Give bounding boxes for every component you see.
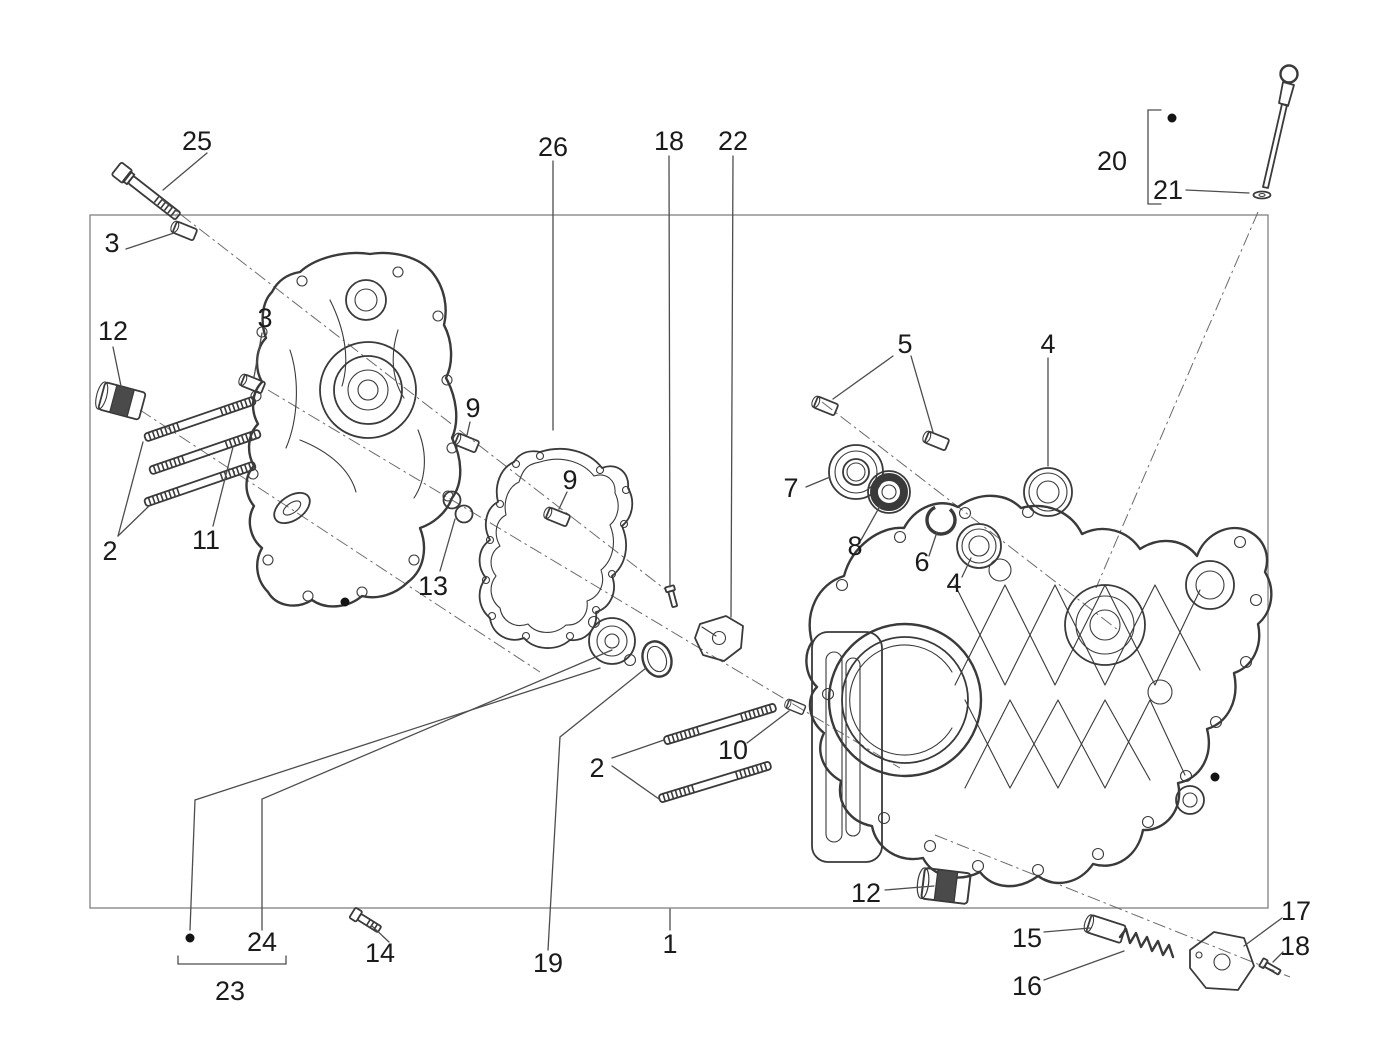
washer-21 <box>1252 190 1272 200</box>
bolt-14 <box>348 907 382 933</box>
callout-12-b: 12 <box>851 878 881 908</box>
bracket-plate-22 <box>694 615 744 662</box>
bearing-4-inner <box>956 523 1002 569</box>
bushing-12-right <box>916 867 972 905</box>
dowel-5-left <box>811 395 839 416</box>
callout-11: 11 <box>192 525 220 555</box>
callout-26: 26 <box>538 132 568 162</box>
callout-20: 20 <box>1097 146 1127 176</box>
stud-11 <box>148 429 262 475</box>
oil-pump-cover <box>587 615 637 667</box>
callout-6: 6 <box>914 547 929 577</box>
reference-dots <box>185 113 1220 943</box>
callout-8: 8 <box>847 531 862 561</box>
callout-21: 21 <box>1153 175 1183 205</box>
circlip-6 <box>925 504 957 536</box>
callout-25: 25 <box>182 126 212 156</box>
dowel-5-right <box>922 430 950 451</box>
bolt-18-top <box>664 584 678 608</box>
dowel-3-lower <box>238 373 266 394</box>
callout-10: 10 <box>718 735 748 765</box>
callout-9-b: 9 <box>562 465 577 495</box>
callout-2-b: 2 <box>589 753 604 783</box>
dowel-9-lower <box>543 506 571 527</box>
dowel-3-upper <box>170 220 198 241</box>
callout-2-a: 2 <box>102 536 117 566</box>
construction-axes <box>139 199 1291 978</box>
bushing-12-left <box>95 381 147 421</box>
gasket <box>478 448 634 649</box>
oil-seal <box>641 640 673 678</box>
callout-12-a: 12 <box>98 316 128 346</box>
callout-3-b: 3 <box>257 303 272 333</box>
callout-23: 23 <box>215 976 245 1006</box>
bolt-18-bottom <box>1258 957 1282 976</box>
callout-4-a: 4 <box>1040 329 1055 359</box>
callout-24: 24 <box>247 927 277 957</box>
dowel-9-upper <box>452 432 480 453</box>
callout-17: 17 <box>1281 896 1311 926</box>
callout-19: 19 <box>533 948 563 978</box>
o-rings-13 <box>442 490 474 524</box>
callout-13: 13 <box>418 571 448 601</box>
callout-18-b: 18 <box>1280 931 1310 961</box>
callout-7: 7 <box>783 473 798 503</box>
stud-2-upper-left <box>143 396 257 442</box>
callout-15: 15 <box>1012 923 1042 953</box>
bearing-8 <box>867 470 911 514</box>
pin-10 <box>784 698 807 715</box>
callout-22: 22 <box>718 126 748 156</box>
callout-4-b: 4 <box>946 568 961 598</box>
left-crankcase-half <box>245 251 462 608</box>
spring-16 <box>1118 927 1175 959</box>
leader-lines <box>112 109 1284 981</box>
callout-16: 16 <box>1012 971 1042 1001</box>
callout-5: 5 <box>897 329 912 359</box>
bearing-4-outer <box>1023 467 1073 517</box>
right-crankcase-half <box>805 494 1273 888</box>
callout-14: 14 <box>365 938 395 968</box>
bolt-25 <box>111 161 181 221</box>
plate-17 <box>1189 931 1255 991</box>
callout-labels: 25 3 12 3 2 11 9 13 9 26 18 22 5 4 7 8 6… <box>98 126 1311 1006</box>
stud-2-center-upper <box>663 703 777 745</box>
stud-2-center-lower <box>658 761 772 803</box>
callout-9-a: 9 <box>465 393 480 423</box>
callout-18-a: 18 <box>654 126 684 156</box>
stud-2-lower-left <box>143 461 257 507</box>
dipstick <box>1262 64 1299 189</box>
callout-3-a: 3 <box>104 228 119 258</box>
callout-1: 1 <box>662 929 677 959</box>
